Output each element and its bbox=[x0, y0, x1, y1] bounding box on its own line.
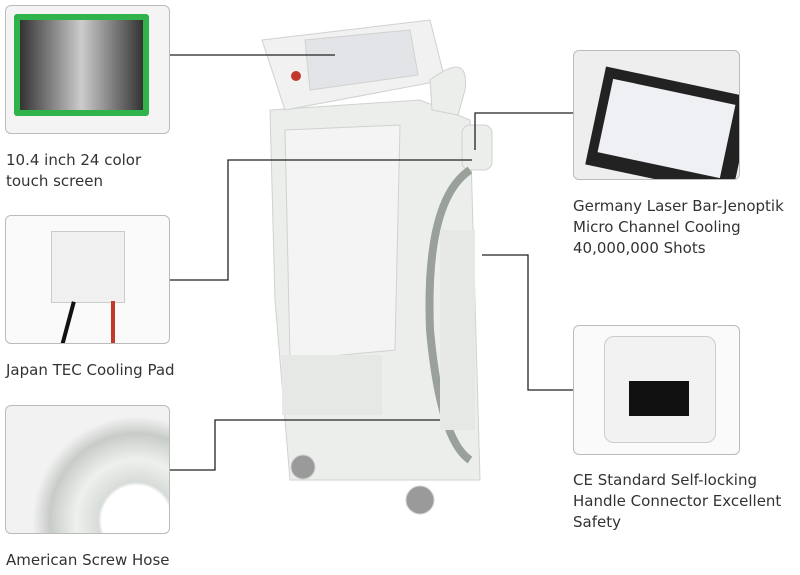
handle-connector-image bbox=[573, 325, 740, 455]
caption-line: Germany Laser Bar-Jenoptik bbox=[573, 197, 784, 215]
caption-line: CE Standard Self-locking bbox=[573, 471, 757, 489]
caption-line: Safety bbox=[573, 513, 621, 531]
hose-caption: American Screw Hose bbox=[6, 550, 170, 571]
touch-screen-image bbox=[5, 5, 170, 134]
laser-bar-caption: Germany Laser Bar-Jenoptik Micro Channel… bbox=[573, 196, 784, 259]
tec-cooling-pad-image bbox=[5, 215, 170, 344]
laser-machine bbox=[261, 19, 493, 515]
caption-line: 10.4 inch 24 color bbox=[6, 151, 142, 169]
connector-caption: CE Standard Self-locking Handle Connecto… bbox=[573, 470, 781, 533]
caption-line: American Screw Hose bbox=[6, 551, 170, 569]
caption-line: touch screen bbox=[6, 172, 103, 190]
leader-lines bbox=[168, 54, 573, 471]
touch-screen-caption: 10.4 inch 24 color touch screen bbox=[6, 150, 141, 192]
laser-bar-image bbox=[573, 50, 740, 180]
caption-line: 40,000,000 Shots bbox=[573, 239, 706, 257]
caption-line: Japan TEC Cooling Pad bbox=[6, 361, 175, 379]
caption-line: Micro Channel Cooling bbox=[573, 218, 741, 236]
screw-hose-image bbox=[5, 405, 170, 534]
tec-caption: Japan TEC Cooling Pad bbox=[6, 360, 175, 381]
caption-line: Handle Connector Excellent bbox=[573, 492, 782, 510]
